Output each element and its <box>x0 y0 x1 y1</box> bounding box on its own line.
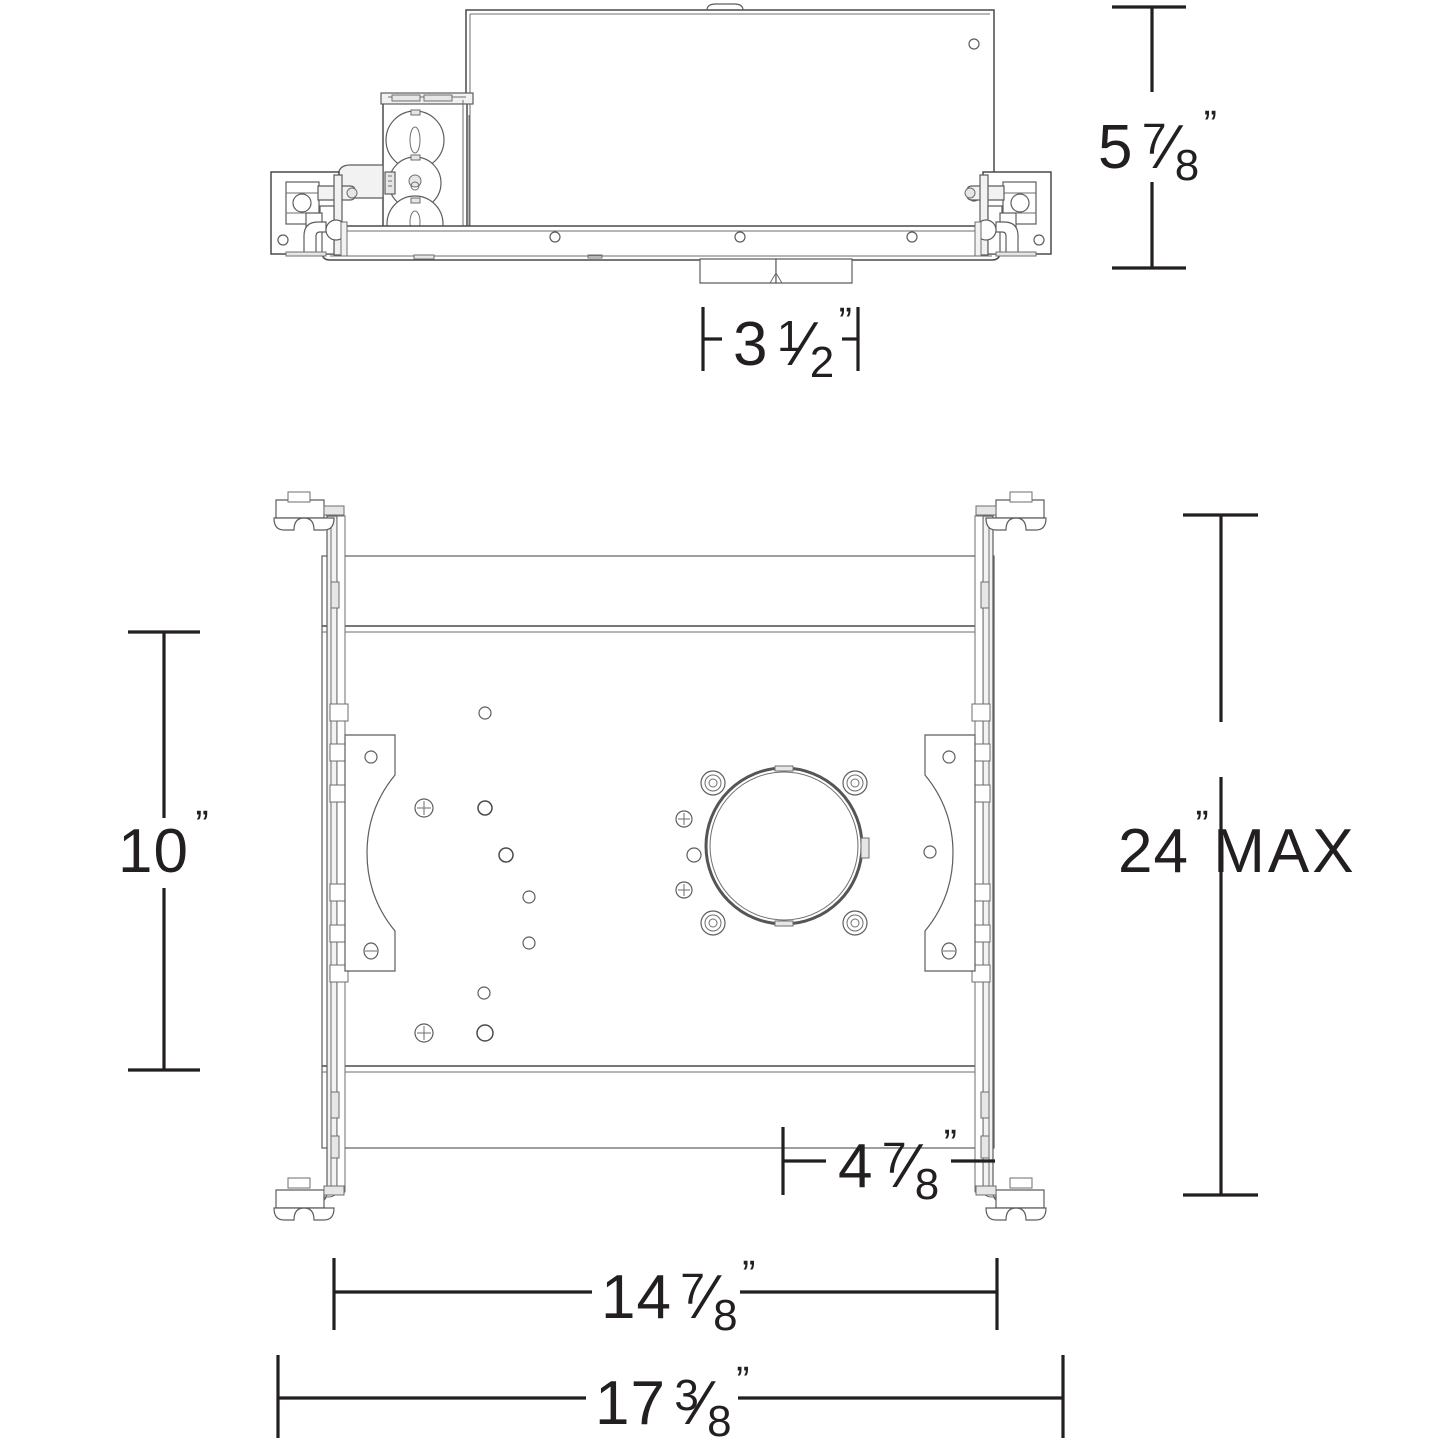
bar-hanger-clip-bottom-left <box>273 1177 345 1221</box>
dimension-14-7-8: 14 7 ⁄ 8 ” <box>332 1253 999 1340</box>
dimension-5-7-8: 5 7 ⁄ 8 ” <box>1098 5 1217 270</box>
side-elevation-view <box>270 3 1052 284</box>
bar-hanger-bracket-right <box>964 171 1052 257</box>
plan-view <box>273 491 1047 1221</box>
bar-hanger-clip-top-left <box>273 491 345 531</box>
aperture-circle <box>704 765 870 927</box>
aperture-fasteners <box>675 770 937 936</box>
dimension-label-14-7-8: 14 7 ⁄ 8 ” <box>601 1253 755 1340</box>
hole-pattern-plan <box>414 706 536 1043</box>
dimension-label-3-1-2: 3 1 ⁄ 2 ” <box>733 300 852 387</box>
bar-hanger-rail-left <box>273 491 396 1221</box>
dimension-label-10: 10 ” <box>118 803 209 886</box>
housing-pan-plan <box>321 555 995 1149</box>
dimension-label-24-max: 24 ” MAX <box>1118 803 1357 886</box>
dimension-17-3-8: 17 3 ⁄ 8 ” <box>276 1355 1065 1446</box>
dimension-label-5-7-8: 5 7 ⁄ 8 ” <box>1098 103 1217 190</box>
dimension-24-max: 24 ” MAX <box>1118 513 1357 1197</box>
dimension-3-1-2: 3 1 ⁄ 2 ” <box>701 300 860 387</box>
bar-hanger-rail-right <box>924 491 1047 1221</box>
housing-body-side <box>465 3 995 233</box>
dimension-4-7-8: 4 7 ⁄ 8 ” <box>781 1122 995 1209</box>
bar-hanger-bracket-left <box>270 171 358 257</box>
dimension-10: 10 ” <box>118 630 209 1072</box>
dimension-label-17-3-8: 17 3 ⁄ 8 ” <box>595 1359 749 1446</box>
junction-box-side <box>337 92 474 253</box>
mounting-rail-side <box>321 225 1001 284</box>
